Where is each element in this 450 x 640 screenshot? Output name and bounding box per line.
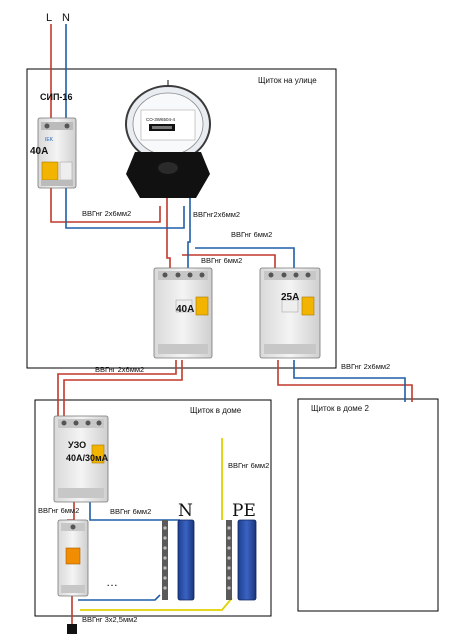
ground-block: [67, 624, 77, 634]
cable-label-to-rcd2-b: ВВГнг 6мм2: [201, 256, 242, 265]
cable-label-neutral-link: ВВГнг 6мм2: [110, 507, 151, 516]
main-breaker-rating: 40А: [30, 146, 48, 157]
pe-bus-label: PE: [232, 501, 256, 521]
house-breaker: [57, 519, 89, 597]
neutral-wires: [65, 24, 406, 601]
cable-label-breaker-to-meter: ВВГнг 2х6мм2: [82, 209, 131, 218]
house-rcd-name: УЗО: [68, 440, 86, 450]
cable-label-to-house: ВВГнг 2х6мм2: [95, 365, 144, 374]
outdoor-rcd-1-rating: 40А: [176, 304, 194, 315]
ellipsis-more-breakers: …: [106, 575, 118, 589]
cable-label-to-house2: ВВГнг 2х6мм2: [341, 362, 390, 371]
pe-bus-bar: [226, 519, 257, 601]
house2-panel-frame: [297, 398, 439, 612]
cable-label-pe-link: ВВГнг 6мм2: [228, 461, 269, 470]
outdoor-rcd-2-rating: 25А: [281, 292, 299, 303]
pe-wires: [80, 438, 233, 611]
meter-model: CO-3W6504-4: [146, 117, 176, 122]
electricity-meter: CO-3W6504-4: [125, 80, 211, 198]
outdoor-rcd-1: [153, 267, 213, 359]
cable-label-meter-out: ВВГнг2х6мм2: [193, 210, 240, 219]
terminal-line-label: L: [46, 12, 52, 24]
main-breaker-cable-label: СИП-16: [40, 92, 72, 102]
cable-label-rcd-to-breakers: ВВГнг 6мм2: [38, 506, 79, 515]
main-breaker-brand: IEK: [45, 137, 54, 143]
house-rcd-rating: 40А/30мА: [66, 453, 109, 463]
neutral-bus-bar: [162, 519, 195, 601]
neutral-bus-label: N: [178, 501, 193, 521]
cable-label-ground: ВВГнг 3х2,5мм2: [82, 615, 137, 624]
house2-panel-title: Щиток в доме 2: [311, 404, 369, 413]
outdoor-rcd-2: [259, 267, 321, 359]
outdoor-panel-title: Щиток на улице: [258, 76, 317, 85]
house-panel-frame: [34, 399, 272, 617]
terminal-neutral-label: N: [62, 12, 70, 24]
house-rcd: [53, 415, 109, 503]
main-breaker: IEK: [37, 117, 77, 189]
cable-label-to-rcd2-a: ВВГнг 6мм2: [231, 230, 272, 239]
house-panel-title: Щиток в доме: [190, 406, 242, 415]
